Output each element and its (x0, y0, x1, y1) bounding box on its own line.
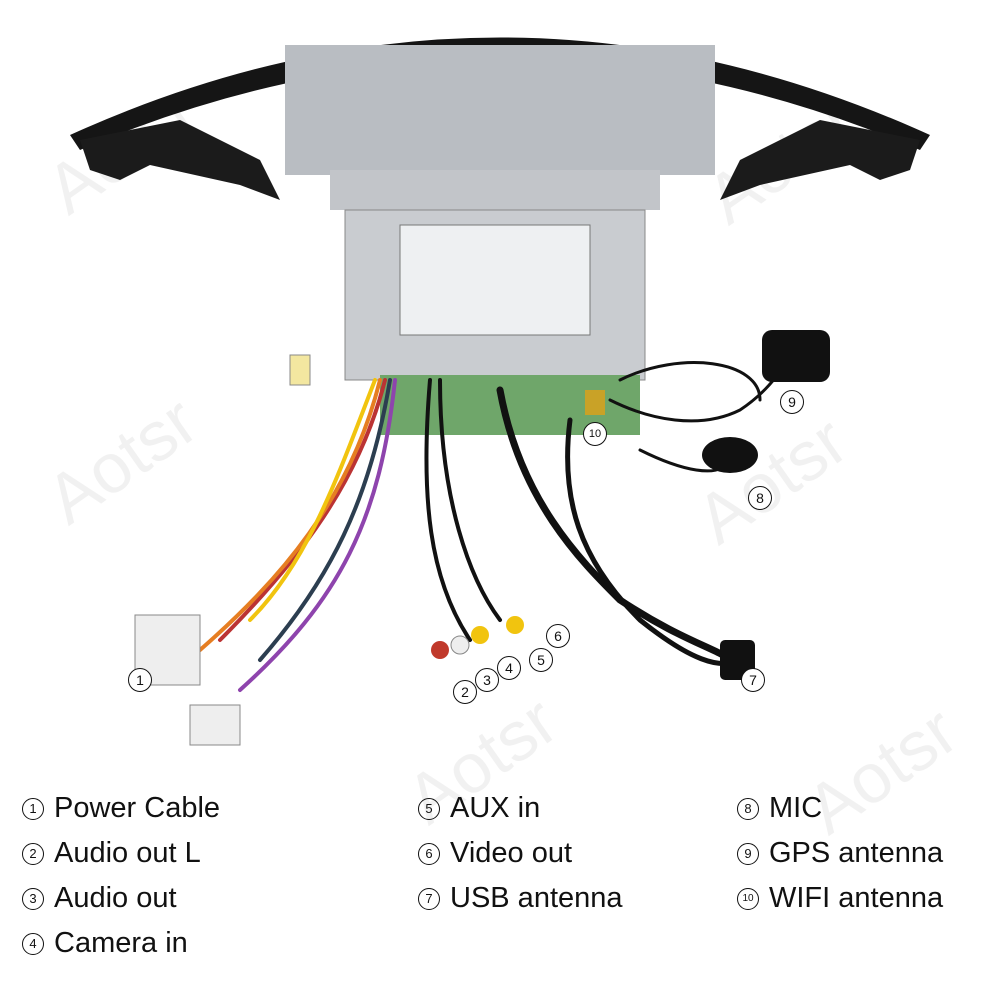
callout-8: 8 (748, 486, 772, 510)
legend-item: 9 GPS antenna (737, 837, 943, 870)
legend-item: 10 WIFI antenna (737, 882, 943, 915)
callout-5: 5 (529, 648, 553, 672)
legend-number: 6 (418, 842, 440, 865)
legend-label: GPS antenna (769, 837, 944, 869)
legend-number: 7 (418, 887, 440, 910)
legend-number: 1 (22, 797, 44, 820)
legend-number: 2 (22, 842, 44, 865)
screen-back (285, 45, 715, 175)
frame-right-arm (720, 120, 920, 200)
legend-label: MIC (769, 792, 823, 824)
rca-yellow (506, 616, 524, 634)
legend-label: Video out (450, 837, 573, 869)
callout-2: 2 (453, 680, 477, 704)
legend-number: 8 (737, 797, 759, 820)
mic (702, 437, 758, 473)
legend-number: 3 (22, 887, 44, 910)
legend-item: 3 Audio out (22, 882, 177, 915)
legend-item: 1 Power Cable (22, 792, 220, 825)
legend-label: WIFI antenna (769, 882, 944, 914)
callout-1: 1 (128, 668, 152, 692)
legend-number: 10 (737, 887, 759, 910)
rca-yellow (471, 626, 489, 644)
legend-label: Audio out (54, 882, 177, 914)
gps-antenna (762, 330, 830, 382)
legend-item: 6 Video out (418, 837, 572, 870)
wifi-connector (585, 390, 605, 415)
callout-3: 3 (475, 668, 499, 692)
legend-number: 4 (22, 932, 44, 955)
legend-label: Power Cable (54, 792, 221, 824)
callout-7: 7 (741, 668, 765, 692)
legend-item: 8 MIC (737, 792, 822, 825)
legend-number: 5 (418, 797, 440, 820)
frame-left-arm (80, 120, 280, 200)
callout-9: 9 (780, 390, 804, 414)
legend-label: Camera in (54, 927, 188, 959)
callout-4: 4 (497, 656, 521, 680)
legend-item: 5 AUX in (418, 792, 540, 825)
legend-item: 7 USB antenna (418, 882, 623, 915)
callout-6: 6 (546, 624, 570, 648)
rca-white (450, 635, 470, 655)
legend-label: AUX in (450, 792, 541, 824)
legend-number: 9 (737, 842, 759, 865)
callout-10: 10 (583, 422, 607, 446)
legend-item: 4 Camera in (22, 927, 188, 960)
rca-red (431, 641, 449, 659)
legend-label: Audio out L (54, 837, 201, 869)
legend-item: 2 Audio out L (22, 837, 201, 870)
unit-label (399, 224, 591, 336)
legend-label: USB antenna (450, 882, 623, 914)
head-unit-photo (70, 37, 930, 746)
